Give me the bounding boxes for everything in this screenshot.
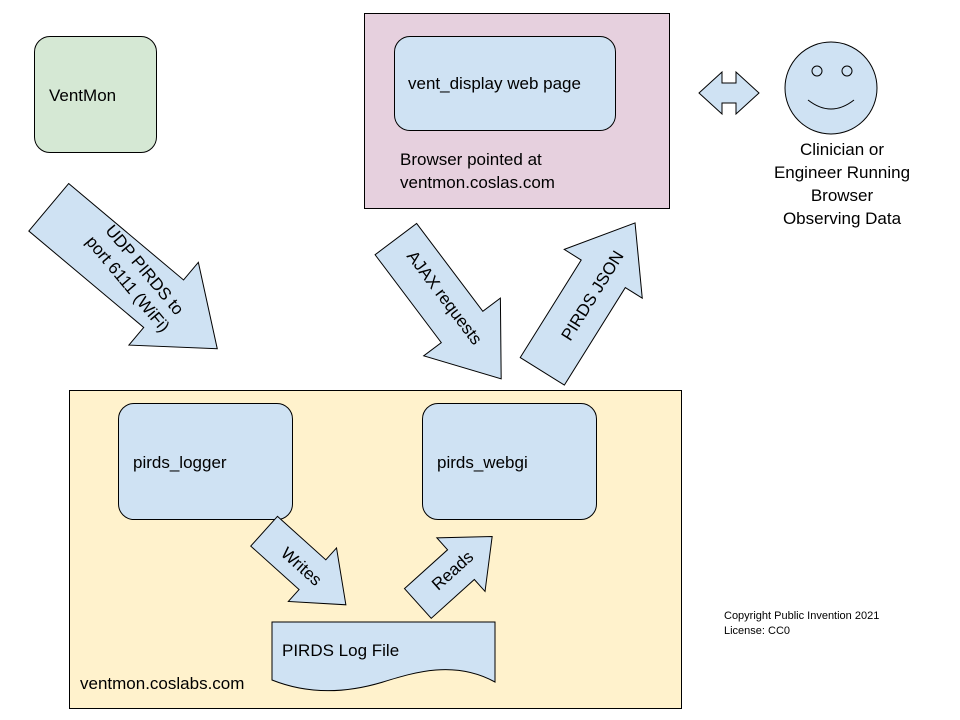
pirds-webgi-label: pirds_webgi (437, 453, 528, 472)
browser-label-line2: ventmon.coslas.com (400, 173, 555, 192)
ventmon-label: VentMon (49, 86, 117, 105)
user-label-line4: Observing Data (782, 209, 902, 228)
vent-display-box (394, 36, 616, 131)
pirds-webgi-box (422, 403, 597, 520)
browser-label-line1: Browser pointed at (400, 150, 542, 169)
pirds-logger-label: pirds_logger (133, 453, 227, 472)
log-file-shape (271, 621, 496, 692)
user-label: Clinician or Engineer Running Browser Ob… (740, 138, 944, 230)
double-arrow-icon (698, 70, 760, 116)
license-text: License: CC0 (724, 625, 791, 637)
user-label-line2: Engineer Running (773, 163, 911, 182)
vent-display-label: vent_display web page (408, 74, 581, 93)
udp-arrow (28, 182, 218, 350)
smiley-face-icon (784, 41, 878, 135)
copyright-text: Copyright Public Invention 2021 (724, 610, 880, 622)
writes-arrow (250, 515, 347, 606)
server-label: ventmon.coslabs.com (80, 674, 245, 693)
ajax-arrow (374, 222, 502, 380)
user-label-line3: Browser (810, 186, 874, 205)
reads-arrow (403, 536, 493, 620)
json-arrow (519, 222, 643, 386)
ventmon-box (34, 36, 157, 153)
pirds-logger-box (118, 403, 293, 520)
log-file-label: PIRDS Log File (282, 641, 400, 660)
user-label-line1: Clinician or (799, 140, 885, 159)
